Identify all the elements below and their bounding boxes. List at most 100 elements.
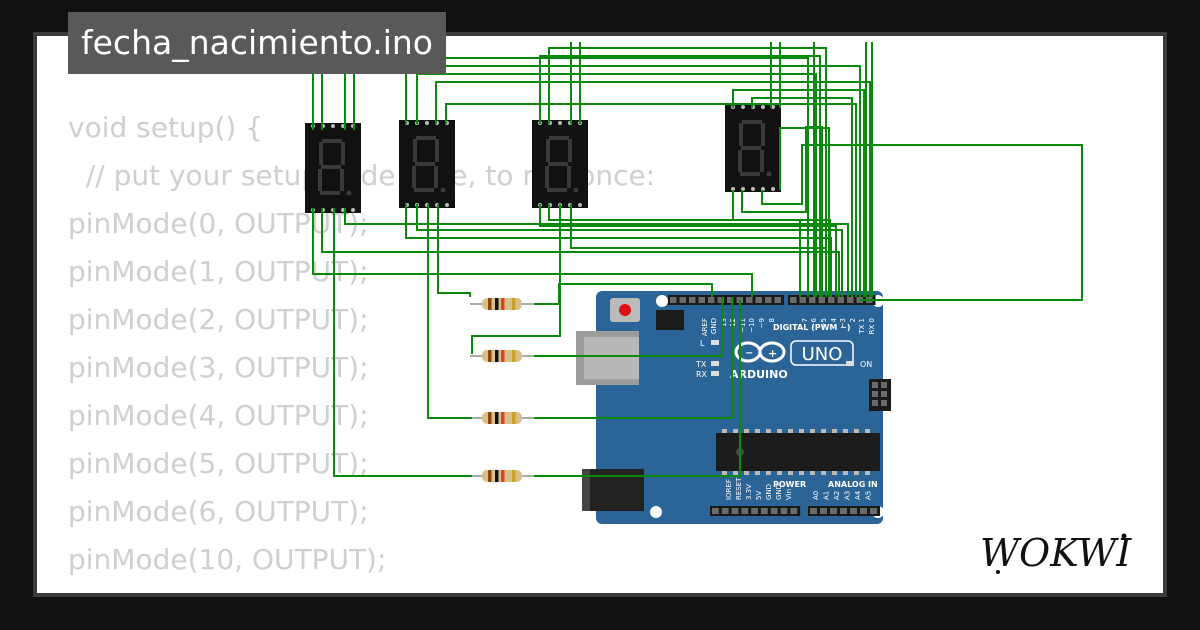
chip-pins (722, 429, 870, 475)
power-pin-label: 5V (755, 491, 763, 500)
header-pin[interactable] (765, 297, 772, 303)
header-pin[interactable] (847, 297, 854, 303)
header-pin[interactable] (837, 297, 845, 303)
header-pin[interactable] (727, 297, 734, 303)
board-name: UNO (802, 344, 843, 365)
led-rx-label: RX (696, 370, 708, 379)
header-pin[interactable] (770, 508, 778, 514)
led-rx (711, 371, 719, 376)
seven-segment-displays[interactable] (305, 104, 781, 213)
svg-text:−: − (745, 348, 753, 359)
header-pin[interactable] (751, 508, 758, 514)
svg-text:+: + (768, 347, 777, 360)
icsp-header-right (869, 379, 891, 411)
code-line: pinMode(3, OUTPUT); (68, 351, 369, 384)
header-pin[interactable] (810, 508, 817, 514)
led-on-label: ON (860, 360, 872, 369)
header-pin[interactable] (717, 297, 725, 303)
header-pin[interactable] (809, 297, 816, 303)
header-pin[interactable] (721, 508, 729, 514)
header-pin[interactable] (708, 297, 715, 303)
resistor[interactable] (470, 470, 534, 482)
seven-segment-display[interactable] (305, 123, 361, 213)
led-l (711, 340, 719, 345)
code-line: pinMode(2, OUTPUT); (68, 303, 369, 336)
brand-label: ARDUINO (730, 368, 788, 381)
digital-pin-label: ~10 (748, 318, 756, 333)
power-pin-label: GND (765, 484, 773, 500)
header-pin[interactable] (870, 508, 877, 514)
header-pin[interactable] (790, 508, 798, 514)
arduino-logo: − + (734, 341, 786, 363)
header-pin[interactable] (860, 508, 867, 514)
project-title[interactable]: fecha_nacimiento.ino (68, 12, 446, 74)
led-tx-label: TX (695, 360, 707, 369)
power-pin-label: GND (775, 484, 783, 500)
digital-pin-label: TX 1 (858, 318, 866, 335)
header-pin[interactable] (790, 297, 797, 303)
seven-segment-display[interactable] (532, 120, 588, 208)
header-pin[interactable] (780, 508, 788, 514)
code-line: pinMode(6, OUTPUT); (68, 495, 369, 528)
logo-text: WOKWI (980, 531, 1132, 575)
header-pin[interactable] (840, 508, 847, 514)
code-preview: void setup() { // put your setup code he… (68, 104, 768, 593)
wokwi-logo: WOKWI (980, 531, 1132, 575)
header-pin[interactable] (670, 297, 677, 303)
header-pin[interactable] (761, 508, 768, 514)
uno-badge (790, 340, 854, 366)
code-line: pinMode(11, OUTPUT); (68, 584, 768, 593)
header-pin[interactable] (741, 508, 749, 514)
header-pin[interactable] (679, 297, 687, 303)
header-pin[interactable] (850, 508, 857, 514)
resistor[interactable] (470, 350, 534, 362)
code-line: void setup() { (68, 111, 264, 144)
analog-label: ANALOG IN (828, 480, 878, 489)
digital-pin-label: ~5 (820, 318, 828, 328)
led-l-label: L (700, 339, 705, 348)
led-on (846, 361, 854, 366)
power-pin-label: RESET (735, 477, 743, 500)
header-pin[interactable] (856, 297, 864, 303)
code-line: pinMode(4, OUTPUT); (68, 399, 369, 432)
aref-label: AREF (701, 318, 709, 336)
analog-pin-label: A2 (833, 491, 841, 500)
header-pin[interactable] (818, 297, 826, 303)
resistor[interactable] (470, 412, 534, 424)
digital-pin-label: ~3 (839, 318, 847, 328)
analog-pin-label: A0 (812, 491, 820, 500)
header-pin[interactable] (799, 297, 807, 303)
digital-pin-label: 7 (801, 318, 809, 322)
digital-pin-label: 13 (720, 318, 728, 327)
digital-pin-label: 8 (768, 318, 776, 322)
mount-hole (650, 506, 662, 518)
header-pin[interactable] (830, 508, 837, 514)
digital-pin-label: 2 (849, 318, 857, 322)
digital-header-left (668, 295, 784, 305)
analog-header (808, 506, 880, 516)
mount-hole (656, 295, 668, 307)
resistor[interactable] (470, 298, 534, 310)
power-label: POWER (773, 480, 806, 489)
header-pin[interactable] (689, 297, 696, 303)
header-pin[interactable] (698, 297, 706, 303)
analog-pin-label: A3 (844, 491, 852, 500)
header-pin[interactable] (746, 297, 753, 303)
seven-segment-display[interactable] (399, 120, 455, 208)
header-pin[interactable] (774, 297, 782, 303)
power-pin-label: 3.3V (745, 484, 753, 500)
seven-segment-display[interactable] (725, 104, 781, 192)
header-pin[interactable] (731, 508, 739, 514)
header-pin[interactable] (820, 508, 827, 514)
header-pin[interactable] (712, 508, 719, 514)
header-pin[interactable] (755, 297, 763, 303)
reset-button-cap[interactable] (619, 304, 631, 316)
header-pin[interactable] (828, 297, 835, 303)
analog-pin-label: A4 (854, 490, 862, 500)
resistors[interactable] (470, 298, 534, 482)
wires (312, 42, 1083, 477)
